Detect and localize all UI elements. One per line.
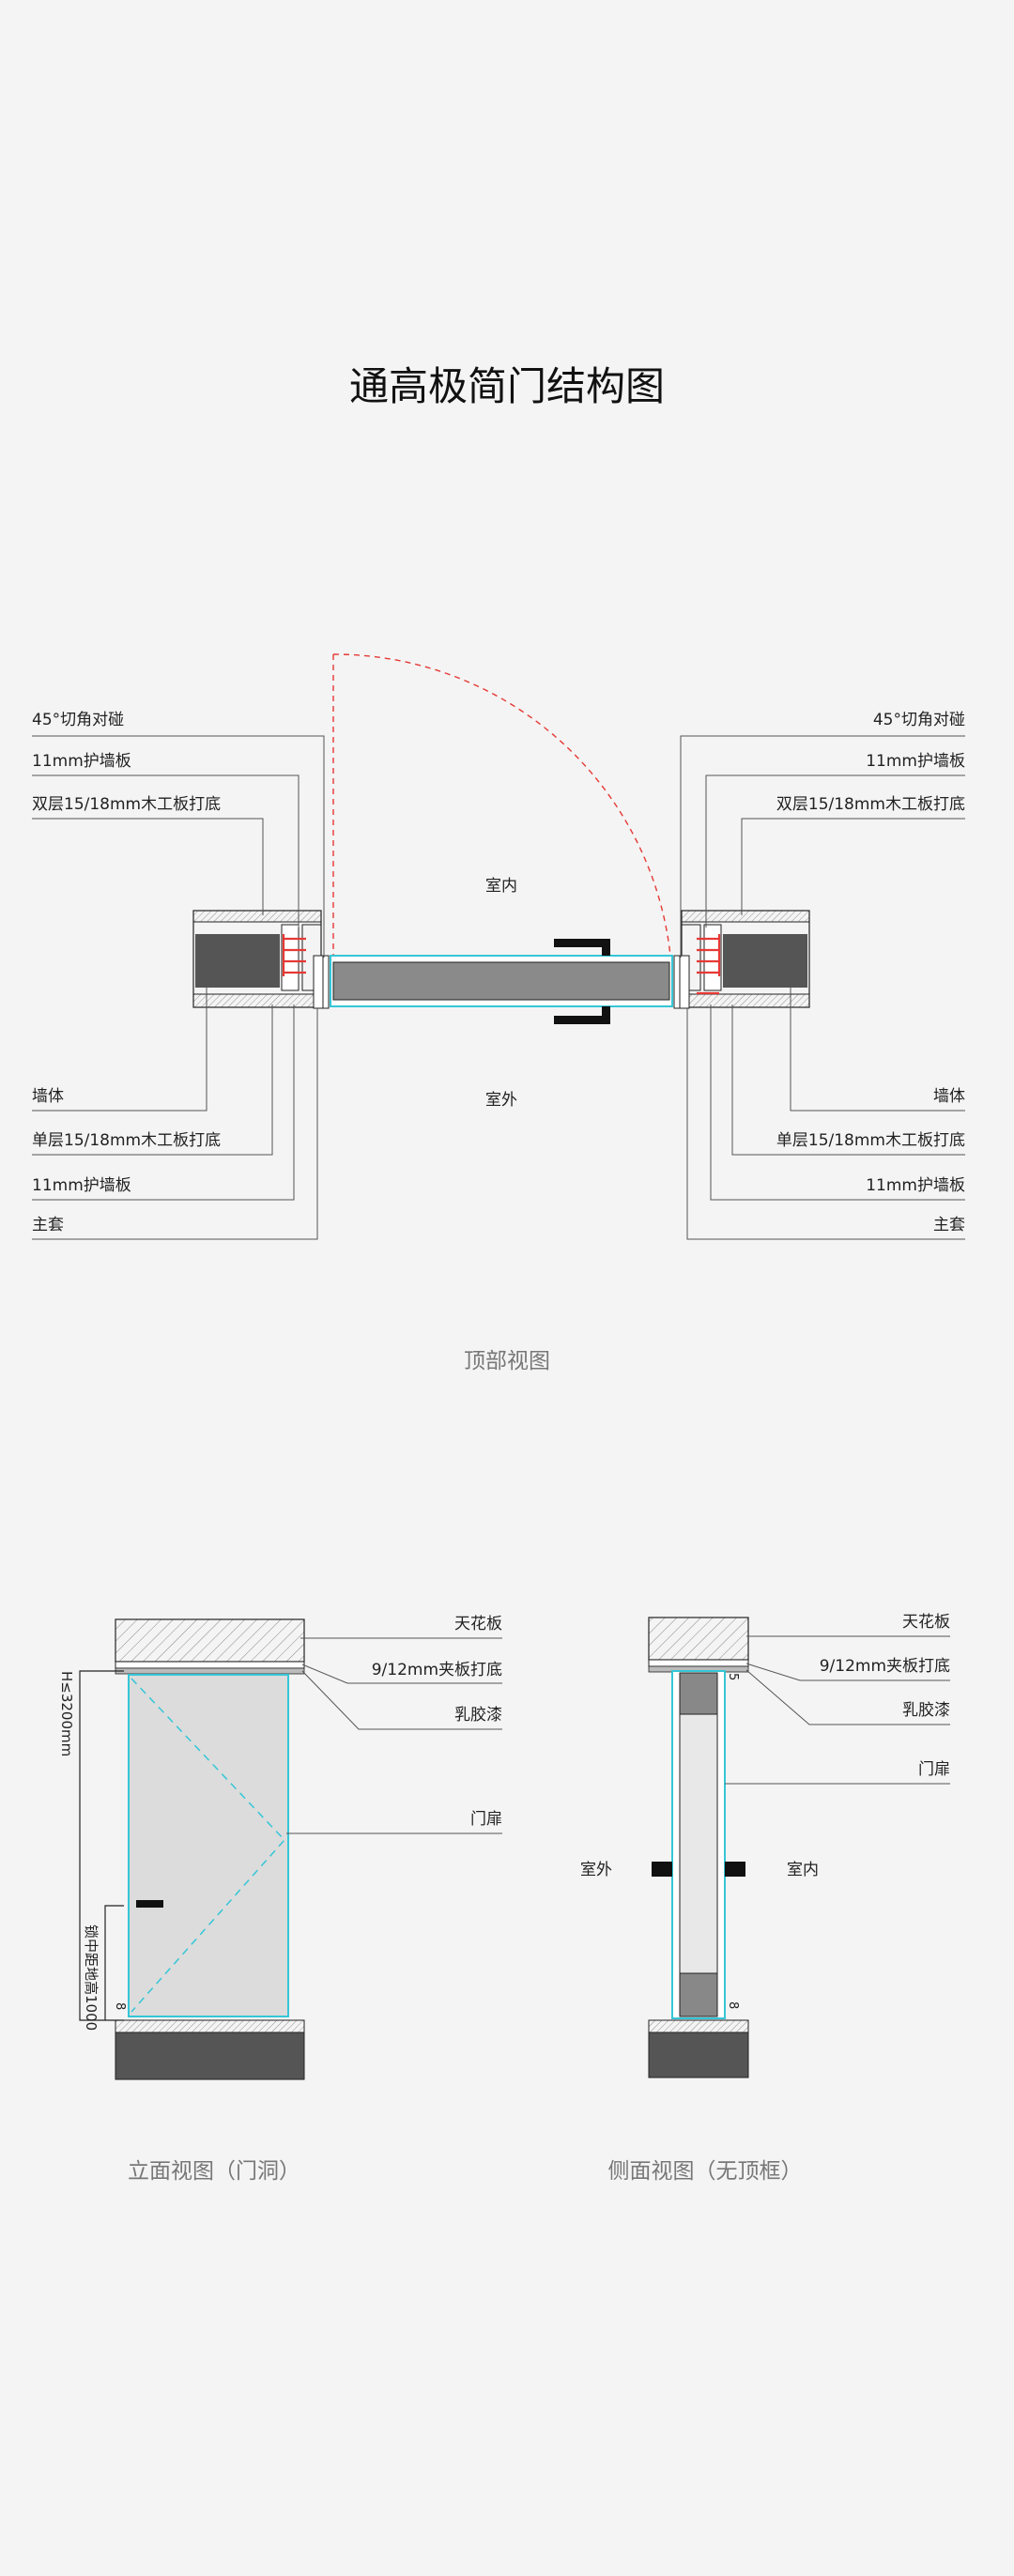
left-label-board11-top: 11mm护墙板 <box>32 752 131 771</box>
side-handle-inside <box>725 1862 745 1877</box>
front-view: H≤3200mm 锁中距地高1000 8 天花板 9/12mm夹板打底 乳胶漆 … <box>58 1615 502 2184</box>
right-leaders <box>680 735 965 1240</box>
side-inside-label: 室内 <box>787 1861 819 1879</box>
right-label-single-layer: 单层15/18mm木工板打底 <box>776 1131 965 1150</box>
side-view-caption: 侧面视图（无顶框） <box>608 2159 803 2184</box>
side-ceiling <box>648 1617 749 1661</box>
front-handle-height: 锁中距地高1000 <box>83 1924 100 2031</box>
side-leaders <box>725 1635 950 1785</box>
side-top-rail <box>679 1672 718 1715</box>
left-label-wall: 墙体 <box>32 1087 64 1106</box>
side-plywood-label: 9/12mm夹板打底 <box>820 1657 950 1676</box>
side-latex-label: 乳胶漆 <box>902 1701 950 1720</box>
right-label-wall: 墙体 <box>933 1087 965 1106</box>
right-label-double-layer: 双层15/18mm木工板打底 <box>776 795 965 814</box>
front-view-caption: 立面视图（门洞） <box>128 2159 300 2184</box>
side-floor <box>648 2032 749 2078</box>
left-label-single-layer: 单层15/18mm木工板打底 <box>32 1131 221 1150</box>
top-view: 室内 室外 45°切角对碰 11mm护墙板 双层15/18mm木工板打底 墙体 … <box>32 653 965 1373</box>
left-label-cut45: 45°切角对碰 <box>32 711 124 729</box>
right-wall-block <box>723 934 807 988</box>
front-dimensions <box>79 1670 124 2021</box>
right-label-cut45: 45°切角对碰 <box>873 711 965 729</box>
door-leaf-plan <box>332 961 670 1001</box>
side-outside-label: 室外 <box>580 1861 612 1879</box>
right-label-main-frame: 主套 <box>933 1216 965 1234</box>
front-gap: 8 <box>113 2002 127 2010</box>
left-leaders <box>32 735 325 1240</box>
front-plywood-label: 9/12mm夹板打底 <box>372 1661 502 1679</box>
left-screws <box>282 934 306 976</box>
right-label-board11-bottom: 11mm护墙板 <box>866 1176 965 1195</box>
top-view-caption: 顶部视图 <box>464 1349 550 1373</box>
front-door-leaf-label: 门扉 <box>470 1810 502 1829</box>
door-handles <box>554 939 610 1024</box>
front-ceiling <box>115 1618 305 1663</box>
front-height-note: H≤3200mm <box>58 1671 75 1756</box>
left-label-board11-bottom: 11mm护墙板 <box>32 1176 131 1195</box>
front-ceiling-label: 天花板 <box>454 1615 502 1633</box>
side-handle-outside <box>652 1862 672 1877</box>
side-gap-bottom: 8 <box>726 2001 740 2009</box>
left-wall-block <box>195 934 280 988</box>
left-label-double-layer: 双层15/18mm木工板打底 <box>32 795 221 814</box>
right-label-board11-top: 11mm护墙板 <box>866 752 965 771</box>
side-door-leaf-label: 门扉 <box>918 1760 950 1779</box>
page-title: 通高极简门结构图 <box>349 363 665 409</box>
side-bottom-rail <box>679 1972 718 2017</box>
side-view: 5 8 室外 室内 天花板 9/12mm夹板打底 乳胶漆 门扉 侧面视图（无顶框… <box>580 1613 950 2184</box>
right-wall-assembly <box>673 910 810 1009</box>
room-outside-label: 室外 <box>485 1091 517 1110</box>
room-inside-label: 室内 <box>485 877 517 896</box>
side-gap-top: 5 <box>726 1673 740 1680</box>
left-label-main-frame: 主套 <box>32 1216 64 1234</box>
front-door-leaf <box>128 1674 289 2017</box>
door-swing-arc <box>332 653 671 957</box>
side-ceiling-label: 天花板 <box>902 1613 950 1632</box>
front-leaders <box>286 1637 502 1834</box>
left-wall-assembly <box>192 910 330 1009</box>
front-floor <box>115 2032 305 2080</box>
front-latex-label: 乳胶漆 <box>454 1706 502 1725</box>
right-screws <box>697 934 721 995</box>
front-handle <box>136 1900 163 1908</box>
